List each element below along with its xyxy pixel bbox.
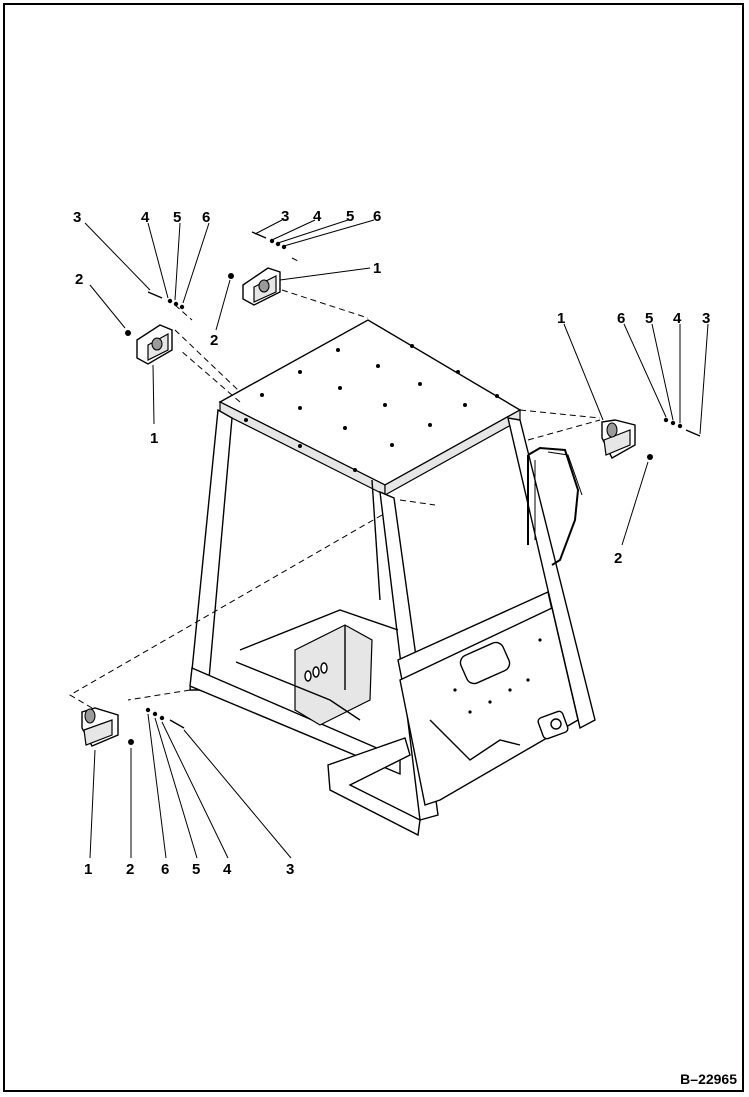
hardware-stack bbox=[663, 417, 701, 437]
left-side-rail bbox=[189, 666, 401, 776]
callout-2-lower-left: 2 bbox=[126, 861, 134, 878]
callout-3-right: 3 bbox=[702, 310, 710, 327]
hardware-stack bbox=[147, 291, 185, 310]
callout-1-lower-left: 1 bbox=[84, 861, 92, 878]
bolt-icon bbox=[647, 454, 653, 460]
callout-4-right: 4 bbox=[673, 310, 682, 327]
light-assembly-upper-middle bbox=[228, 231, 287, 306]
callout-3-upper-middle: 3 bbox=[281, 208, 289, 225]
callout-3-upper-left: 3 bbox=[73, 209, 81, 226]
callout-1-upper-middle: 1 bbox=[373, 260, 381, 277]
bolt-icon bbox=[228, 273, 234, 279]
drawing-number: B–22965 bbox=[680, 1071, 737, 1087]
seat-base-slots bbox=[304, 662, 328, 682]
callout-labels: 3 4 5 6 2 1 3 4 5 6 1 2 1 6 5 4 3 2 1 2 … bbox=[73, 208, 710, 878]
hardware-stack bbox=[251, 231, 287, 250]
callout-6-upper-left: 6 bbox=[202, 209, 210, 226]
callout-4-lower-left: 4 bbox=[223, 861, 232, 878]
callout-3-lower-left: 3 bbox=[286, 861, 294, 878]
cab-frame bbox=[189, 319, 596, 837]
callout-6-upper-middle: 6 bbox=[373, 208, 381, 225]
side-panel-holes bbox=[453, 638, 542, 714]
callout-4-upper-middle: 4 bbox=[313, 208, 322, 225]
sheet-border bbox=[3, 3, 744, 1092]
callout-6-lower-left: 6 bbox=[161, 861, 169, 878]
front-step-frame bbox=[327, 737, 421, 837]
callout-4-upper-left: 4 bbox=[141, 209, 150, 226]
light-assembly-upper-left bbox=[125, 291, 185, 365]
bolt-icon bbox=[128, 739, 134, 745]
callout-5-right: 5 bbox=[645, 310, 653, 327]
light-assembly-right bbox=[601, 417, 701, 460]
hardware-stack bbox=[145, 707, 185, 729]
callout-leaders bbox=[84, 219, 709, 859]
callout-1-upper-left: 1 bbox=[150, 430, 158, 447]
rear-grab-handle bbox=[527, 446, 580, 566]
callout-5-upper-middle: 5 bbox=[346, 208, 354, 225]
right-side-panel bbox=[399, 606, 579, 806]
side-panel-window bbox=[459, 641, 511, 685]
front-left-post bbox=[189, 408, 233, 691]
callout-2-right: 2 bbox=[614, 550, 622, 567]
light-assembly-lower-left bbox=[81, 707, 185, 747]
roof-holes bbox=[244, 344, 499, 472]
callout-1-right: 1 bbox=[557, 310, 565, 327]
callout-6-right: 6 bbox=[617, 310, 625, 327]
callout-5-lower-left: 5 bbox=[192, 861, 200, 878]
bolt-icon bbox=[125, 330, 131, 336]
rear-left-post bbox=[371, 479, 381, 601]
cab-roof bbox=[218, 319, 522, 486]
callout-2-upper-left: 2 bbox=[75, 271, 83, 288]
assembly-dashed-lines bbox=[69, 257, 601, 709]
callout-5-upper-left: 5 bbox=[173, 209, 181, 226]
callout-2-upper-middle: 2 bbox=[210, 332, 218, 349]
